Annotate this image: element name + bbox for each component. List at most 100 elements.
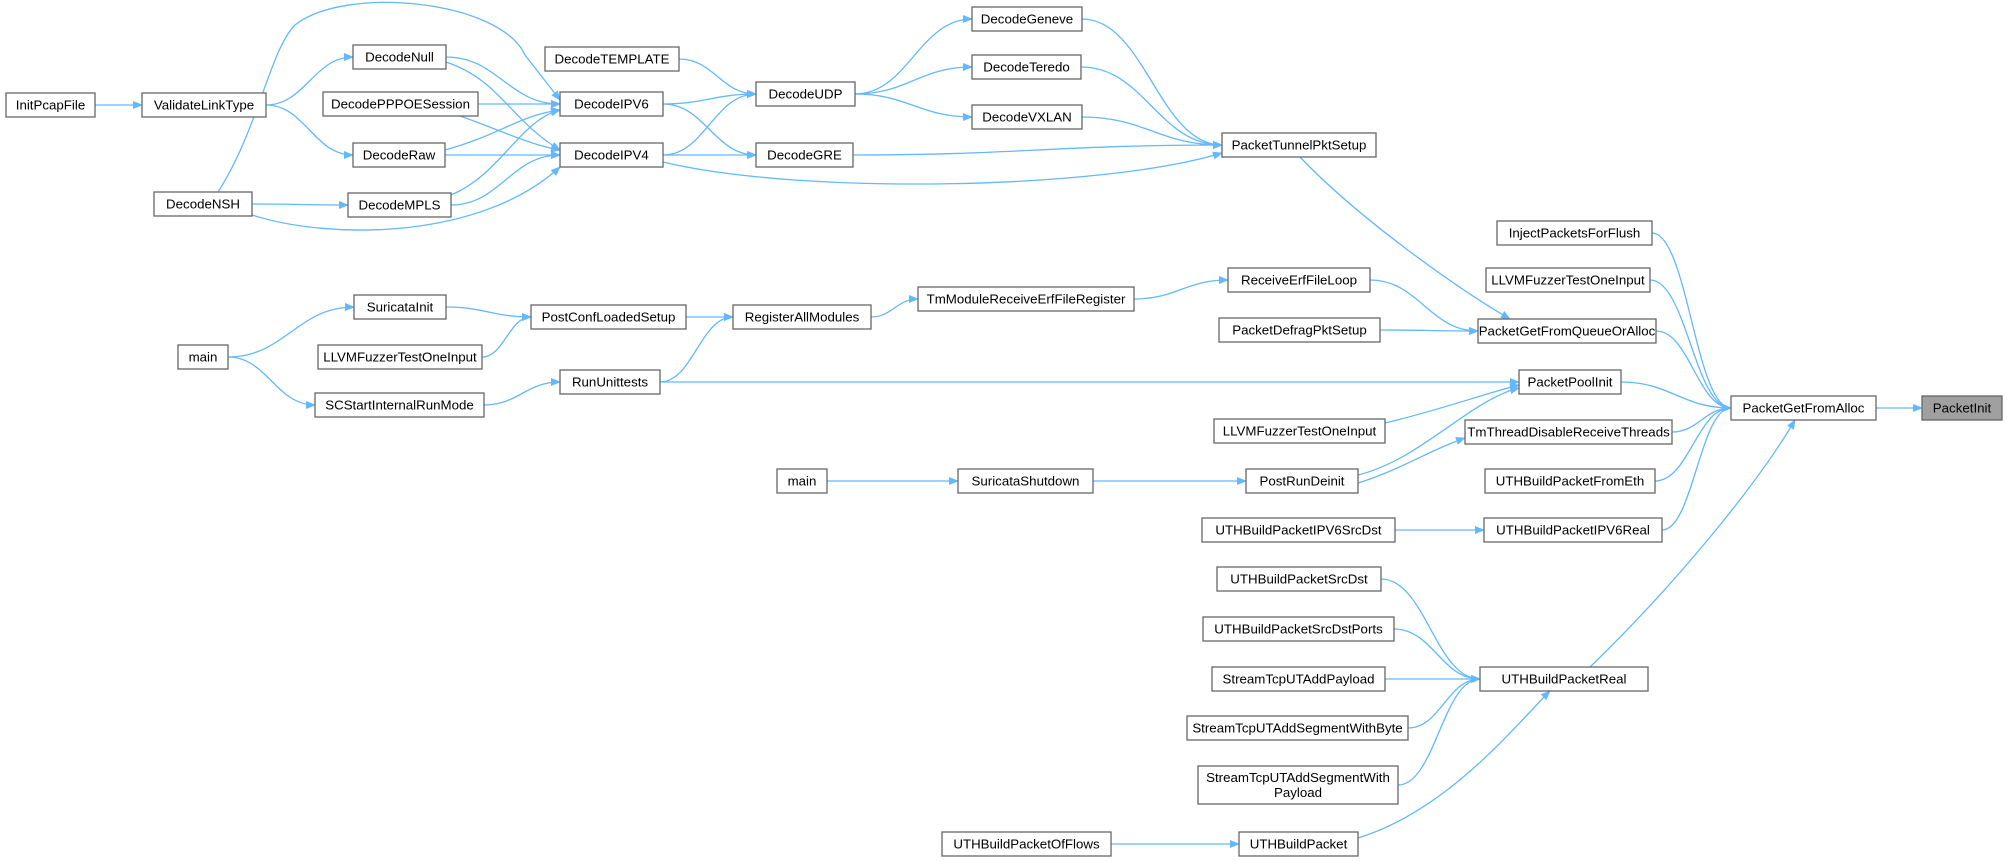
node-DecodeUDP[interactable]: DecodeUDP xyxy=(755,81,856,107)
node-ReceiveErfFileLoop[interactable]: ReceiveErfFileLoop xyxy=(1227,267,1371,293)
node-label: LLVMFuzzerTestOneInput xyxy=(323,350,477,365)
edge-RegisterAllModules-to-TmModuleReceiveErfFileRegister xyxy=(870,295,919,318)
node-PacketGetFromAlloc[interactable]: PacketGetFromAlloc xyxy=(1730,395,1877,421)
edge-UTHBuildPacketSrcDstPorts-to-UTHBuildPacketReal xyxy=(1393,628,1481,683)
node-PacketDefragPktSetup[interactable]: PacketDefragPktSetup xyxy=(1218,317,1381,343)
node-DecodeVXLAN[interactable]: DecodeVXLAN xyxy=(971,104,1083,130)
node-label: UTHBuildPacketSrcDst xyxy=(1230,572,1368,587)
node-DecodeNSH[interactable]: DecodeNSH xyxy=(153,191,253,217)
node-box xyxy=(544,46,680,72)
node-DecodePPPOESession[interactable]: DecodePPPOESession xyxy=(322,91,479,117)
edge-LLVMFuzzer1-to-PostConfLoadedSetup xyxy=(481,313,532,358)
node-PacketPoolInit[interactable]: PacketPoolInit xyxy=(1518,369,1622,395)
node-box xyxy=(314,392,485,418)
node-box xyxy=(1238,831,1359,857)
node-RegisterAllModules[interactable]: RegisterAllModules xyxy=(732,304,872,330)
node-box xyxy=(559,369,661,395)
node-label: DecodeUDP xyxy=(769,87,843,102)
node-main2[interactable]: main xyxy=(776,468,828,494)
node-box xyxy=(1518,369,1622,395)
node-StreamTcpUTAddPayload[interactable]: StreamTcpUTAddPayload xyxy=(1211,666,1386,692)
node-label: DecodeIPV4 xyxy=(574,148,649,163)
node-UTHBuildPacketSrcDstPorts[interactable]: UTHBuildPacketSrcDstPorts xyxy=(1202,616,1395,642)
node-DecodeIPV6[interactable]: DecodeIPV6 xyxy=(559,91,664,117)
edge-PostRunDeinit-to-PacketPoolInit xyxy=(1357,386,1520,476)
edge-main1-to-SuricataInit xyxy=(227,303,355,358)
node-LLVMFuzzer3[interactable]: LLVMFuzzerTestOneInput xyxy=(1213,418,1386,444)
node-DecodeTeredo[interactable]: DecodeTeredo xyxy=(971,54,1082,80)
edge-LLVMFuzzer2-to-PacketGetFromAlloc xyxy=(1649,279,1732,412)
node-box xyxy=(1197,765,1399,805)
node-box xyxy=(1216,566,1382,592)
node-DecodeRaw[interactable]: DecodeRaw xyxy=(352,142,446,168)
edge-StreamTcpUTAddSegmentWithPayload-to-UTHBuildPacketReal xyxy=(1397,675,1481,786)
node-box xyxy=(971,104,1083,130)
node-TmModuleReceiveErfFileRegister[interactable]: TmModuleReceiveErfFileRegister xyxy=(917,286,1135,312)
node-label: RegisterAllModules xyxy=(745,310,860,325)
node-ValidateLinkType[interactable]: ValidateLinkType xyxy=(141,92,267,118)
node-DecodeMPLS[interactable]: DecodeMPLS xyxy=(347,192,452,218)
node-TmThreadDisableReceiveThreads[interactable]: TmThreadDisableReceiveThreads xyxy=(1464,419,1673,445)
edge-DecodeUDP-to-DecodeVXLAN xyxy=(854,93,973,121)
node-label: InjectPacketsForFlush xyxy=(1509,226,1641,241)
node-label: DecodeGRE xyxy=(767,148,842,163)
node-DecodeTEMPLATE[interactable]: DecodeTEMPLATE xyxy=(544,46,680,72)
node-label: SuricataShutdown xyxy=(972,474,1080,489)
node-box xyxy=(971,54,1082,80)
node-UTHBuildPacketSrcDst[interactable]: UTHBuildPacketSrcDst xyxy=(1216,566,1382,592)
node-LLVMFuzzer2[interactable]: LLVMFuzzerTestOneInput xyxy=(1485,267,1651,293)
node-UTHBuildPacketIPV6Real[interactable]: UTHBuildPacketIPV6Real xyxy=(1483,517,1663,543)
node-box xyxy=(1245,468,1359,494)
node-box xyxy=(732,304,872,330)
edge-DecodeUDP-to-DecodeGeneve xyxy=(854,15,973,95)
node-box xyxy=(353,294,447,320)
node-label: PacketTunnelPktSetup xyxy=(1232,138,1367,153)
edge-SuricataInit-to-PostConfLoadedSetup xyxy=(445,306,532,321)
edge-DecodeRaw-to-DecodeIPV6 xyxy=(444,107,561,151)
edge-DecodeNull-to-DecodeIPV4 xyxy=(445,61,561,151)
node-label: SuricataInit xyxy=(367,300,434,315)
edge-DecodeIPV4-to-PacketTunnelPktSetup xyxy=(662,151,1223,185)
node-UTHBuildPacketOfFlows[interactable]: UTHBuildPacketOfFlows xyxy=(941,831,1112,857)
node-label: Payload xyxy=(1274,785,1322,800)
node-main1[interactable]: main xyxy=(177,344,229,370)
node-label: TmModuleReceiveErfFileRegister xyxy=(927,292,1126,307)
node-label: UTHBuildPacketReal xyxy=(1502,672,1627,687)
edge-SCStartInternalRunMode-to-RunUnittests xyxy=(483,378,561,406)
node-box xyxy=(352,44,447,70)
node-PacketGetFromQueueOrAlloc[interactable]: PacketGetFromQueueOrAlloc xyxy=(1477,318,1657,344)
node-InjectPacketsForFlush[interactable]: InjectPacketsForFlush xyxy=(1496,220,1653,246)
node-UTHBuildPacketIPV6SrcDst[interactable]: UTHBuildPacketIPV6SrcDst xyxy=(1201,517,1396,543)
edge-PacketTunnelPktSetup-to-PacketGetFromQueueOrAlloc xyxy=(1299,156,1511,320)
node-PostConfLoadedSetup[interactable]: PostConfLoadedSetup xyxy=(530,304,687,330)
node-SCStartInternalRunMode[interactable]: SCStartInternalRunMode xyxy=(314,392,485,418)
node-DecodeGRE[interactable]: DecodeGRE xyxy=(755,142,854,168)
node-SuricataInit[interactable]: SuricataInit xyxy=(353,294,447,320)
edge-PostRunDeinit-to-TmThreadDisableReceiveThreads xyxy=(1357,437,1466,484)
node-UTHBuildPacketReal[interactable]: UTHBuildPacketReal xyxy=(1479,666,1649,692)
node-InitPcapFile[interactable]: InitPcapFile xyxy=(5,92,96,118)
node-UTHBuildPacketFromEth[interactable]: UTHBuildPacketFromEth xyxy=(1484,468,1656,494)
node-label: DecodeRaw xyxy=(363,148,436,163)
node-LLVMFuzzer1[interactable]: LLVMFuzzerTestOneInput xyxy=(317,344,483,370)
edge-PacketGetFromQueueOrAlloc-to-PacketGetFromAlloc xyxy=(1655,330,1732,412)
node-label: DecodeNull xyxy=(365,50,434,65)
edge-DecodeNSH-to-DecodeIPV6 xyxy=(217,1,561,193)
node-box xyxy=(559,142,664,168)
node-UTHBuildPacket[interactable]: UTHBuildPacket xyxy=(1238,831,1359,857)
node-PostRunDeinit[interactable]: PostRunDeinit xyxy=(1245,468,1359,494)
node-DecodeIPV4[interactable]: DecodeIPV4 xyxy=(559,142,664,168)
node-label: DecodePPPOESession xyxy=(331,97,470,112)
node-box xyxy=(1483,517,1663,543)
node-RunUnittests[interactable]: RunUnittests xyxy=(559,369,661,395)
node-box xyxy=(322,91,479,117)
node-PacketInit[interactable]: PacketInit xyxy=(1921,395,2003,421)
node-PacketTunnelPktSetup[interactable]: PacketTunnelPktSetup xyxy=(1221,132,1377,158)
node-DecodeGeneve[interactable]: DecodeGeneve xyxy=(971,6,1083,32)
node-SuricataShutdown[interactable]: SuricataShutdown xyxy=(957,468,1094,494)
node-box xyxy=(1477,318,1657,344)
node-StreamTcpUTAddSegmentWithByte[interactable]: StreamTcpUTAddSegmentWithByte xyxy=(1186,715,1409,741)
node-DecodeNull[interactable]: DecodeNull xyxy=(352,44,447,70)
